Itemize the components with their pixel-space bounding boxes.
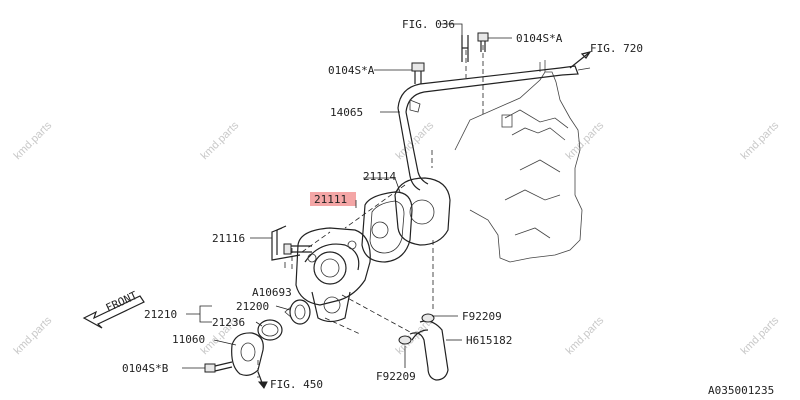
engine-block bbox=[454, 60, 583, 263]
leader-lines bbox=[182, 23, 512, 369]
callout-labels: FIG. 036 0104S*A FIG. 720 0104S*A 14065 … bbox=[104, 18, 774, 397]
pipe-21116 bbox=[271, 225, 301, 261]
label-21200[interactable]: 21200 bbox=[236, 300, 269, 313]
front-arrow bbox=[82, 295, 145, 329]
pipe-14065 bbox=[397, 35, 591, 191]
watermark: kmd.parts bbox=[739, 314, 782, 357]
label-14065[interactable]: 14065 bbox=[330, 106, 363, 119]
arrow-fig450 bbox=[257, 371, 268, 389]
clamp-F92209-upper bbox=[421, 313, 435, 323]
water-pump-21111 bbox=[295, 227, 371, 323]
label-A10693[interactable]: A10693 bbox=[252, 286, 292, 299]
label-F92209-upper[interactable]: F92209 bbox=[462, 310, 502, 323]
label-21116[interactable]: 21116 bbox=[212, 232, 245, 245]
label-F92209-lower[interactable]: F92209 bbox=[376, 370, 416, 383]
bolt-bottom bbox=[204, 361, 233, 373]
watermark: kmd.parts bbox=[199, 119, 242, 162]
label-21111[interactable]: 21111 bbox=[314, 193, 347, 206]
watermark: kmd.parts bbox=[12, 314, 55, 357]
bolt-A10693 bbox=[283, 243, 312, 255]
arrow-fig720 bbox=[569, 51, 592, 69]
label-fig036[interactable]: FIG. 036 bbox=[402, 18, 455, 31]
highlight-21111 bbox=[310, 192, 356, 206]
label-bolt-bottom[interactable]: 0104S*B bbox=[122, 362, 169, 375]
cover-11060 bbox=[231, 332, 264, 376]
engine-flange bbox=[394, 177, 451, 246]
gasket-21114 bbox=[361, 191, 413, 263]
thermostat-21200 bbox=[284, 299, 311, 325]
watermark: kmd.parts bbox=[12, 119, 55, 162]
watermark: kmd.parts bbox=[739, 119, 782, 162]
label-21236[interactable]: 21236 bbox=[212, 316, 245, 329]
label-fig720[interactable]: FIG. 720 bbox=[590, 42, 643, 55]
hose-H615182 bbox=[409, 320, 449, 381]
watermark: kmd.parts bbox=[564, 119, 607, 162]
label-21210[interactable]: 21210 bbox=[144, 308, 177, 321]
label-H615182[interactable]: H615182 bbox=[466, 334, 512, 347]
label-bolt-top[interactable]: 0104S*A bbox=[516, 32, 563, 45]
label-front: FRONT bbox=[104, 289, 140, 315]
bolt-left bbox=[411, 62, 425, 84]
watermark: kmd.parts bbox=[564, 314, 607, 357]
label-fig450[interactable]: FIG. 450 bbox=[270, 378, 323, 391]
label-11060[interactable]: 11060 bbox=[172, 333, 205, 346]
watermark-layer: kmd.parts kmd.parts kmd.parts kmd.parts … bbox=[12, 119, 782, 357]
gasket-21236 bbox=[257, 319, 283, 341]
diagram-code: A035001235 bbox=[708, 384, 774, 397]
label-21114[interactable]: 21114 bbox=[363, 170, 396, 183]
clamp-F92209-lower bbox=[398, 335, 412, 345]
label-bolt-left[interactable]: 0104S*A bbox=[328, 64, 375, 77]
bolt-top bbox=[477, 32, 489, 52]
